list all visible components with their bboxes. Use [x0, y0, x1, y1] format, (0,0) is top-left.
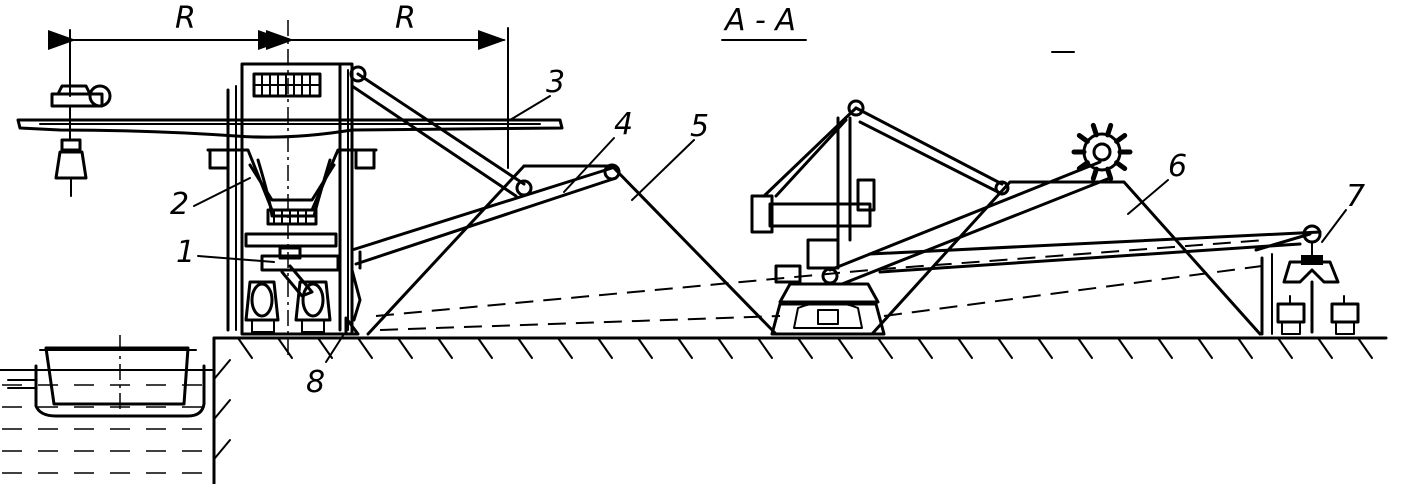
ship-unloader [16, 62, 564, 336]
ground-hatch-stroke [557, 337, 573, 359]
callout-8: 8 [306, 365, 325, 400]
ground-surface [212, 336, 1388, 359]
ground-hatch-stroke [1357, 337, 1373, 359]
callout-3: 3 [546, 65, 565, 100]
bucket-tooth [1114, 160, 1128, 171]
section-title-text: A - A [723, 3, 796, 38]
barge [7, 346, 206, 418]
ground-hatch-stroke [1037, 337, 1053, 359]
ground-hatch-stroke [357, 337, 373, 359]
dimension-label-r-left: R [175, 1, 196, 36]
ground-hatch-stroke [677, 337, 693, 359]
ground-hatch-stroke [1157, 337, 1173, 359]
yard-conveyor-upper [375, 239, 1267, 317]
ground-hatch-stroke [517, 337, 533, 359]
callout-6: 6 [1168, 149, 1187, 184]
callout-labels: 1 2 3 4 5 6 7 8 [170, 65, 1365, 400]
bucket-tooth [1105, 122, 1114, 138]
ground-hatch-stroke [597, 337, 613, 359]
callout-2: 2 [170, 187, 189, 222]
section-title: A - A [721, 3, 807, 41]
callout-4: 4 [614, 107, 633, 142]
dimension-lines: R R [48, 1, 509, 169]
stockpile-6 [870, 180, 1262, 336]
ground-hatch-stroke [477, 337, 493, 359]
ground-hatch-stroke [437, 337, 453, 359]
ground-hatch-stroke [637, 337, 653, 359]
ground-hatch-stroke [1277, 337, 1293, 359]
ground-hatch-stroke [877, 337, 893, 359]
ground-hatch-stroke [717, 337, 733, 359]
stockpile-5 [366, 164, 778, 336]
bucket-wheel-reclaimer [750, 99, 1322, 336]
ground-hatch-stroke [1317, 337, 1333, 359]
bucket-tooth [1076, 133, 1090, 144]
tripper-car [1254, 224, 1360, 336]
yard-conveyor-lower [379, 315, 781, 331]
ground-hatch-stroke [917, 337, 933, 359]
callout-5: 5 [690, 109, 709, 144]
ground-hatch-stroke [1197, 337, 1213, 359]
dimension-label-r-right: R [395, 1, 416, 36]
ground-hatch-stroke [1237, 337, 1253, 359]
ground-hatch-stroke [397, 337, 413, 359]
stacking-conveyor [350, 163, 621, 270]
ground-hatch-stroke [957, 337, 973, 359]
callout-1: 1 [176, 235, 195, 270]
yard-conveyor-lower-right [883, 265, 1263, 317]
bucket-tooth [1105, 166, 1114, 182]
quay-wall [212, 336, 231, 484]
ground-hatch-stroke [757, 337, 773, 359]
callout-7: 7 [1346, 179, 1365, 214]
ground-hatch-stroke [837, 337, 853, 359]
bucket-tooth [1090, 122, 1099, 138]
ground-hatch-stroke [1117, 337, 1133, 359]
bucket-tooth [1114, 133, 1128, 144]
ground-hatch-stroke [237, 337, 253, 359]
bucket-tooth [1076, 160, 1090, 171]
callout-leaders [193, 95, 1347, 363]
ground-hatch-stroke [997, 337, 1013, 359]
bucket-tooth [1090, 166, 1099, 182]
ground-hatch-stroke [797, 337, 813, 359]
ground-hatch-stroke [1077, 337, 1093, 359]
ground-hatch-stroke [277, 337, 293, 359]
